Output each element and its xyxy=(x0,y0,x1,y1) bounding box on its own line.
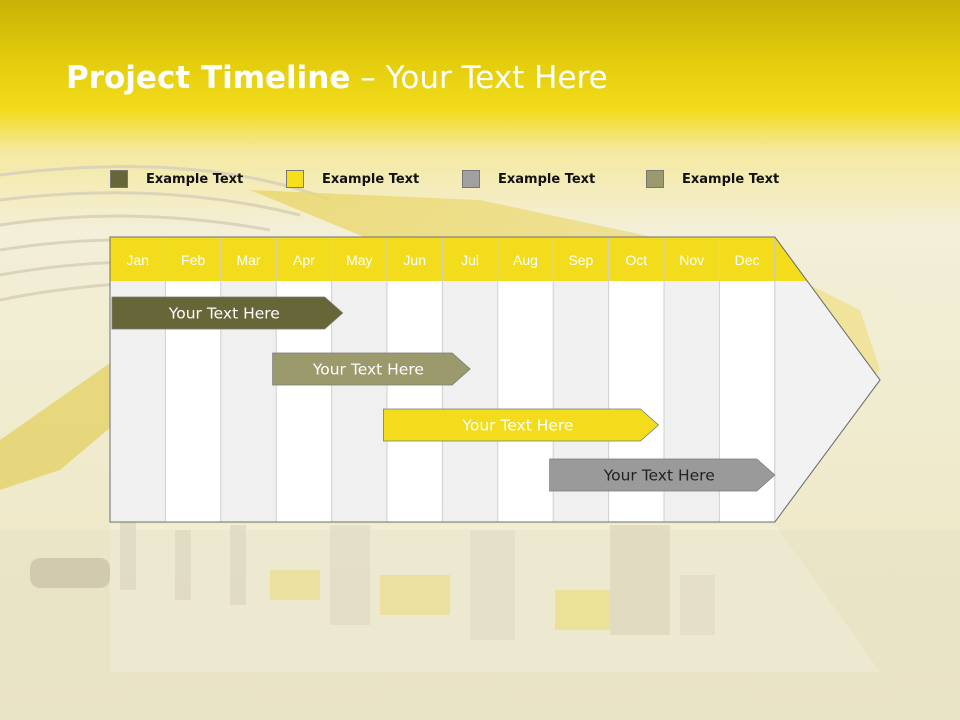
legend-swatch-olive-dark xyxy=(110,170,128,188)
timeline-bar-label: Your Text Here xyxy=(168,305,280,323)
month-label: Feb xyxy=(181,252,205,268)
legend-label: Example Text xyxy=(498,172,596,187)
month-column xyxy=(442,281,498,522)
timeline-bar xyxy=(549,458,776,492)
month-label: Jul xyxy=(461,252,479,268)
timeline-arrow-outline xyxy=(109,236,881,523)
legend-label: Example Text xyxy=(146,172,244,187)
title-rest: – Your Text Here xyxy=(350,60,608,96)
month-column xyxy=(331,281,387,522)
month-label: Jan xyxy=(126,252,149,268)
month-column xyxy=(497,281,554,522)
month-column xyxy=(387,281,443,522)
month-label: Oct xyxy=(625,252,647,268)
month-label: Dec xyxy=(735,252,760,268)
timeline-arrow-tip xyxy=(774,281,880,522)
month-label: Sep xyxy=(568,252,593,268)
month-label: May xyxy=(346,252,372,268)
month-label: Nov xyxy=(679,252,704,268)
timeline-bar xyxy=(383,408,660,442)
legend-label: Example Text xyxy=(322,172,420,187)
title-bold: Project Timeline xyxy=(66,60,351,96)
legend-swatch-olive-light xyxy=(646,170,664,188)
legend-label: Example Text xyxy=(682,172,780,187)
legend-swatch-gray xyxy=(462,170,480,188)
timeline-bar-label: Your Text Here xyxy=(461,417,573,435)
timeline-bar xyxy=(272,352,471,386)
month-label: Aug xyxy=(513,252,538,268)
timeline-bar-label: Your Text Here xyxy=(312,361,424,379)
month-label: Apr xyxy=(293,252,315,268)
timeline-bar-label: Your Text Here xyxy=(603,467,715,485)
month-label: Mar xyxy=(236,252,260,268)
page-title: Project Timeline – Your Text Here xyxy=(66,60,608,96)
timeline-reflection xyxy=(110,524,880,672)
timeline-bar xyxy=(111,296,344,330)
legend-swatch-yellow xyxy=(286,170,304,188)
month-header-band xyxy=(110,237,808,281)
month-label: Jun xyxy=(403,252,426,268)
